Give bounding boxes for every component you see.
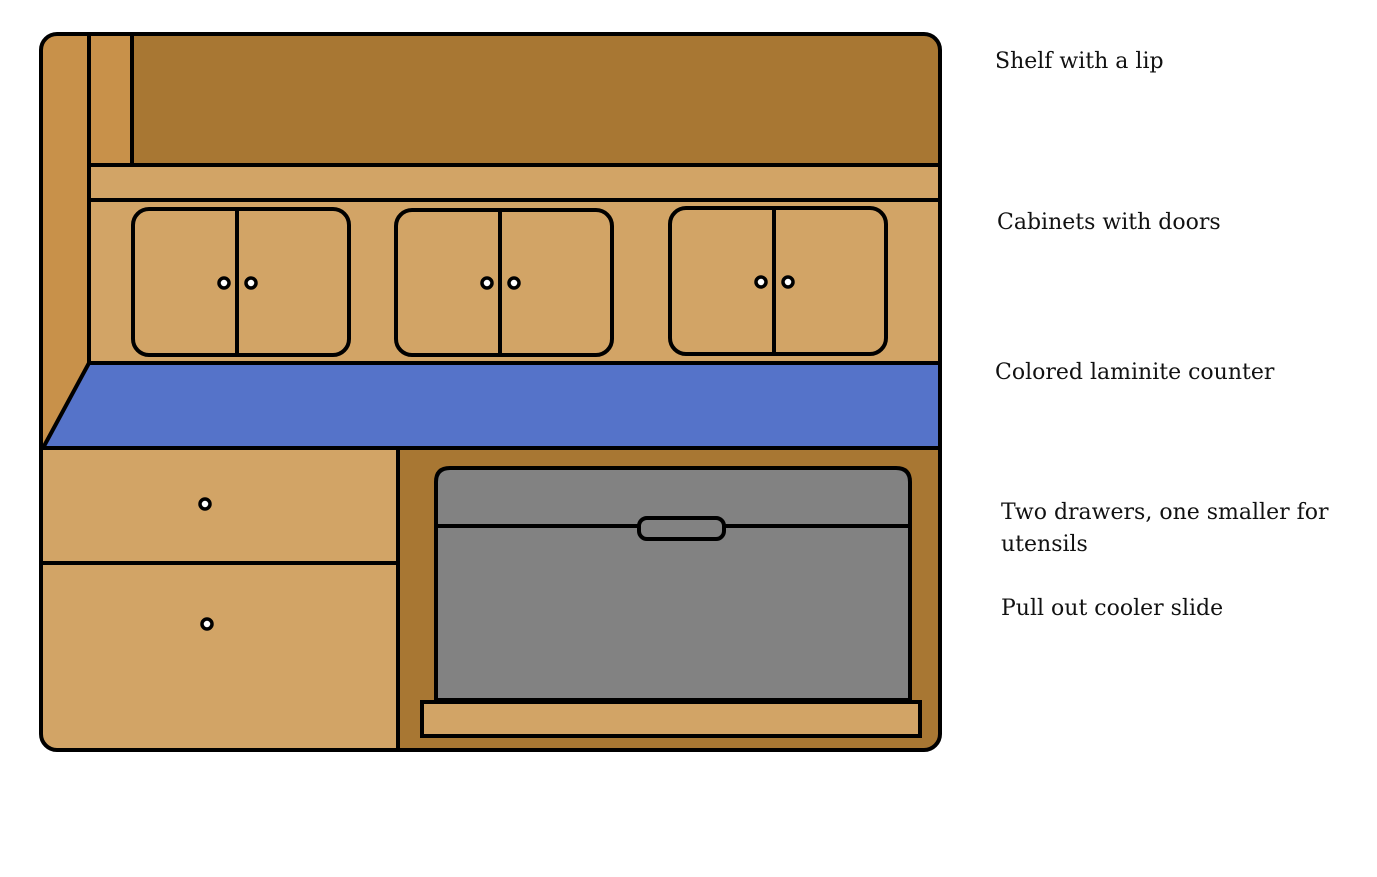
shelf-lip (89, 165, 940, 200)
drawers-label-line1: Two drawers, one smaller for (1001, 500, 1329, 525)
structure-lines (41, 36, 940, 750)
door-knob (781, 275, 795, 289)
door-knob (507, 276, 521, 290)
cooler-slide (420, 700, 922, 738)
door-knob (480, 276, 494, 290)
shelf-label: Shelf with a lip (995, 49, 1164, 74)
drawer-column (41, 448, 398, 750)
door-knob (244, 276, 258, 290)
shelf-side-strip (89, 34, 132, 165)
door-knob (217, 276, 231, 290)
cooler-handle (637, 516, 726, 541)
laminate-counter (41, 363, 940, 448)
upper-cabinet-left (131, 207, 351, 357)
cabinet-outline (39, 32, 942, 752)
small-drawer-knob (198, 497, 212, 511)
cabinets-label: Cabinets with doors (997, 210, 1221, 235)
cooler (434, 466, 912, 702)
shelf-back-wall (89, 34, 940, 165)
cooler-label: Pull out cooler slide (1001, 596, 1224, 621)
upper-cabinet-middle (394, 208, 614, 357)
large-drawer-knob (200, 617, 214, 631)
upper-cabinet-right (668, 206, 888, 356)
drawers-label-line2: utensils (1001, 532, 1088, 557)
counter-label: Colored laminite counter (995, 360, 1275, 385)
door-knob (754, 275, 768, 289)
